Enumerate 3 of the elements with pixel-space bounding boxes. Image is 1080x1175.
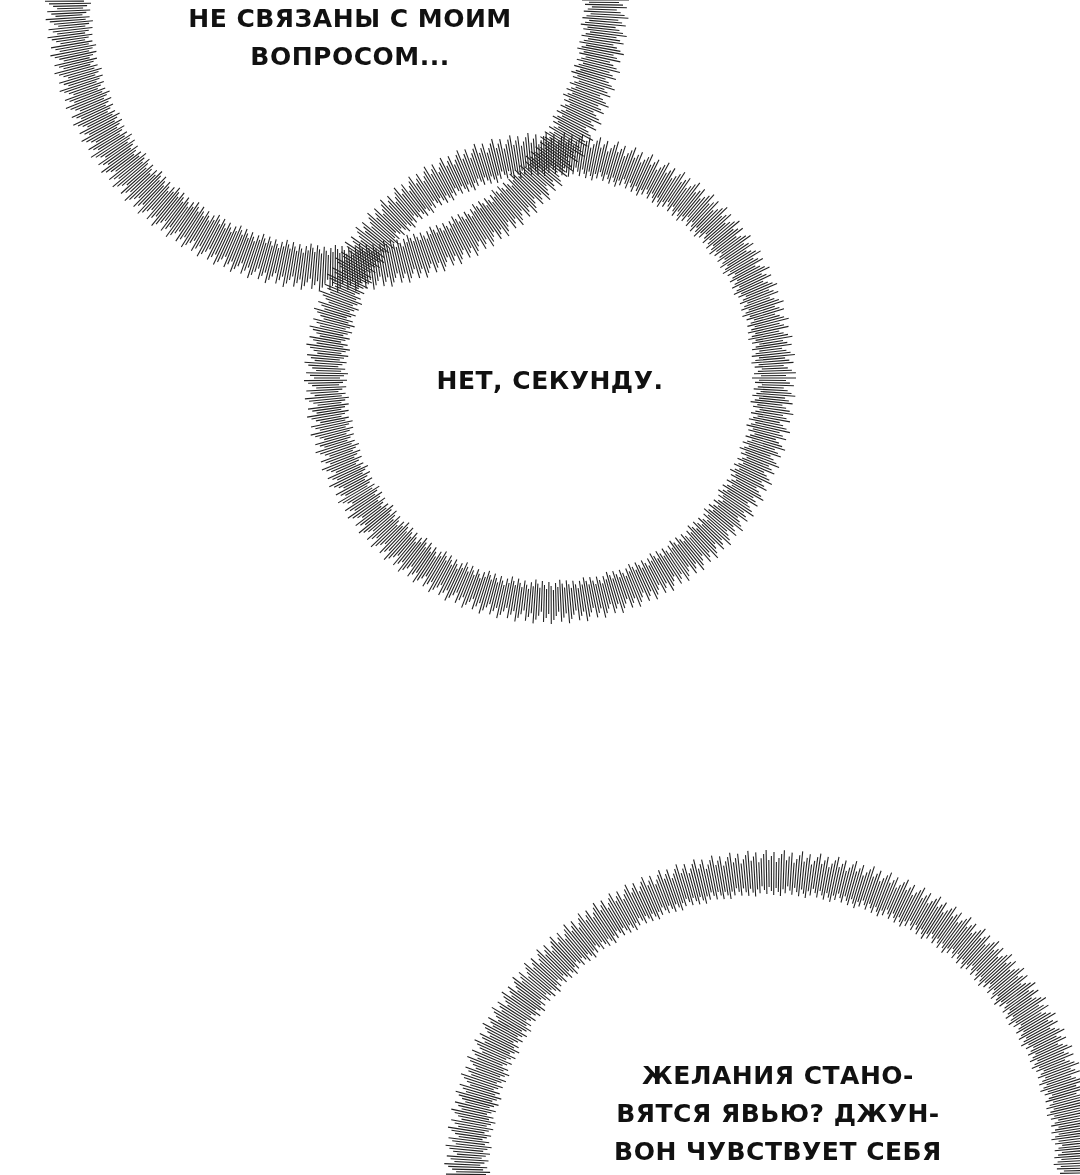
speech-text: ЖЕЛАНИЯ СТАНО- ВЯТСЯ ЯВЬЮ? ДЖУН- ВОН ЧУВСТВУЕТ СЕБЯ [613, 1060, 943, 1168]
speech-text: НЕТ, СЕКУНДУ. [435, 365, 665, 397]
speech-text: НЕ СВЯЗАНЫ С МОИМ ВОПРОСОМ... [187, 3, 513, 73]
